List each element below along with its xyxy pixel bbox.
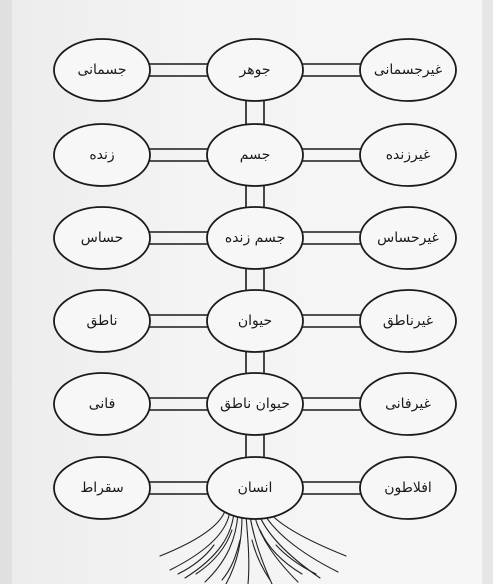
node-left-5: سقراط	[53, 456, 151, 520]
node-right-circle-1	[359, 123, 457, 187]
node-right-label-3: غیرناطق	[383, 313, 433, 329]
connector-trunk-2	[245, 268, 265, 291]
node-left-label-5: سقراط	[80, 480, 123, 496]
node-left-label-0: جسمانی	[77, 62, 126, 78]
node-center-label-0: جوهر	[239, 62, 271, 78]
connector-h-center-right-1	[302, 148, 361, 162]
node-left-label-3: ناطق	[87, 313, 118, 329]
node-right-label-1: غیرزنده	[386, 147, 431, 163]
connector-h-left-center-3	[149, 314, 208, 328]
connector-h-left-center-4	[149, 397, 208, 411]
connector-h-center-right-2	[302, 231, 361, 245]
node-right-circle-4	[359, 372, 457, 436]
connector-trunk-0	[245, 100, 265, 125]
node-center-circle-1	[206, 123, 304, 187]
node-right-label-0: غیرجسمانی	[374, 62, 442, 78]
node-center-circle-0	[206, 38, 304, 102]
node-right-0: غیرجسمانی	[359, 38, 457, 102]
node-center-circle-5	[206, 456, 304, 520]
page-right-edge	[482, 0, 493, 584]
node-left-4: فانی	[53, 372, 151, 436]
connector-h-left-center-0	[149, 63, 208, 77]
node-right-4: غیرفانی	[359, 372, 457, 436]
node-center-label-2: جسم زنده	[225, 230, 285, 246]
node-right-label-4: غیرفانی	[385, 396, 431, 412]
node-right-5: افلاطون	[359, 456, 457, 520]
connector-h-center-right-0	[302, 63, 361, 77]
node-center-2: جسم زنده	[206, 206, 304, 270]
connector-trunk-4	[245, 434, 265, 458]
node-right-circle-2	[359, 206, 457, 270]
node-left-3: ناطق	[53, 289, 151, 353]
node-center-1: جسم	[206, 123, 304, 187]
node-right-label-2: غیرحساس	[377, 230, 439, 246]
node-left-0: جسمانی	[53, 38, 151, 102]
node-left-circle-3	[53, 289, 151, 353]
connector-h-center-right-5	[302, 481, 361, 495]
connector-h-left-center-1	[149, 148, 208, 162]
connector-trunk-1	[245, 185, 265, 208]
node-center-label-5: انسان	[238, 480, 273, 496]
node-right-circle-0	[359, 38, 457, 102]
node-right-1: غیرزنده	[359, 123, 457, 187]
node-center-label-1: جسم	[240, 147, 270, 163]
node-center-4: حیوان ناطق	[206, 372, 304, 436]
node-left-circle-4	[53, 372, 151, 436]
node-right-3: غیرناطق	[359, 289, 457, 353]
connector-h-left-center-2	[149, 231, 208, 245]
connector-trunk-3	[245, 351, 265, 374]
node-center-circle-2	[206, 206, 304, 270]
node-left-circle-5	[53, 456, 151, 520]
node-center-label-4: حیوان ناطق	[220, 396, 290, 412]
node-left-2: حساس	[53, 206, 151, 270]
node-left-circle-0	[53, 38, 151, 102]
node-center-circle-4	[206, 372, 304, 436]
node-left-label-4: فانی	[89, 396, 116, 412]
node-left-label-2: حساس	[81, 230, 124, 246]
node-right-2: غیرحساس	[359, 206, 457, 270]
connector-h-center-right-3	[302, 314, 361, 328]
node-right-label-5: افلاطون	[384, 480, 432, 496]
node-center-5: انسان	[206, 456, 304, 520]
page-left-edge	[0, 0, 12, 584]
nodes: جسمانی جوهر غیرجسمانی زنده جسم غیرزنده حساس جسم…	[53, 38, 457, 520]
node-left-label-1: زنده	[89, 147, 114, 163]
node-center-3: حیوان	[206, 289, 304, 353]
node-center-circle-3	[206, 289, 304, 353]
node-left-circle-1	[53, 123, 151, 187]
node-center-label-3: حیوان	[238, 313, 272, 329]
connectors	[149, 63, 361, 495]
node-right-circle-3	[359, 289, 457, 353]
node-center-0: جوهر	[206, 38, 304, 102]
node-right-circle-5	[359, 456, 457, 520]
connector-h-left-center-5	[149, 481, 208, 495]
node-left-circle-2	[53, 206, 151, 270]
connector-h-center-right-4	[302, 397, 361, 411]
node-left-1: زنده	[53, 123, 151, 187]
